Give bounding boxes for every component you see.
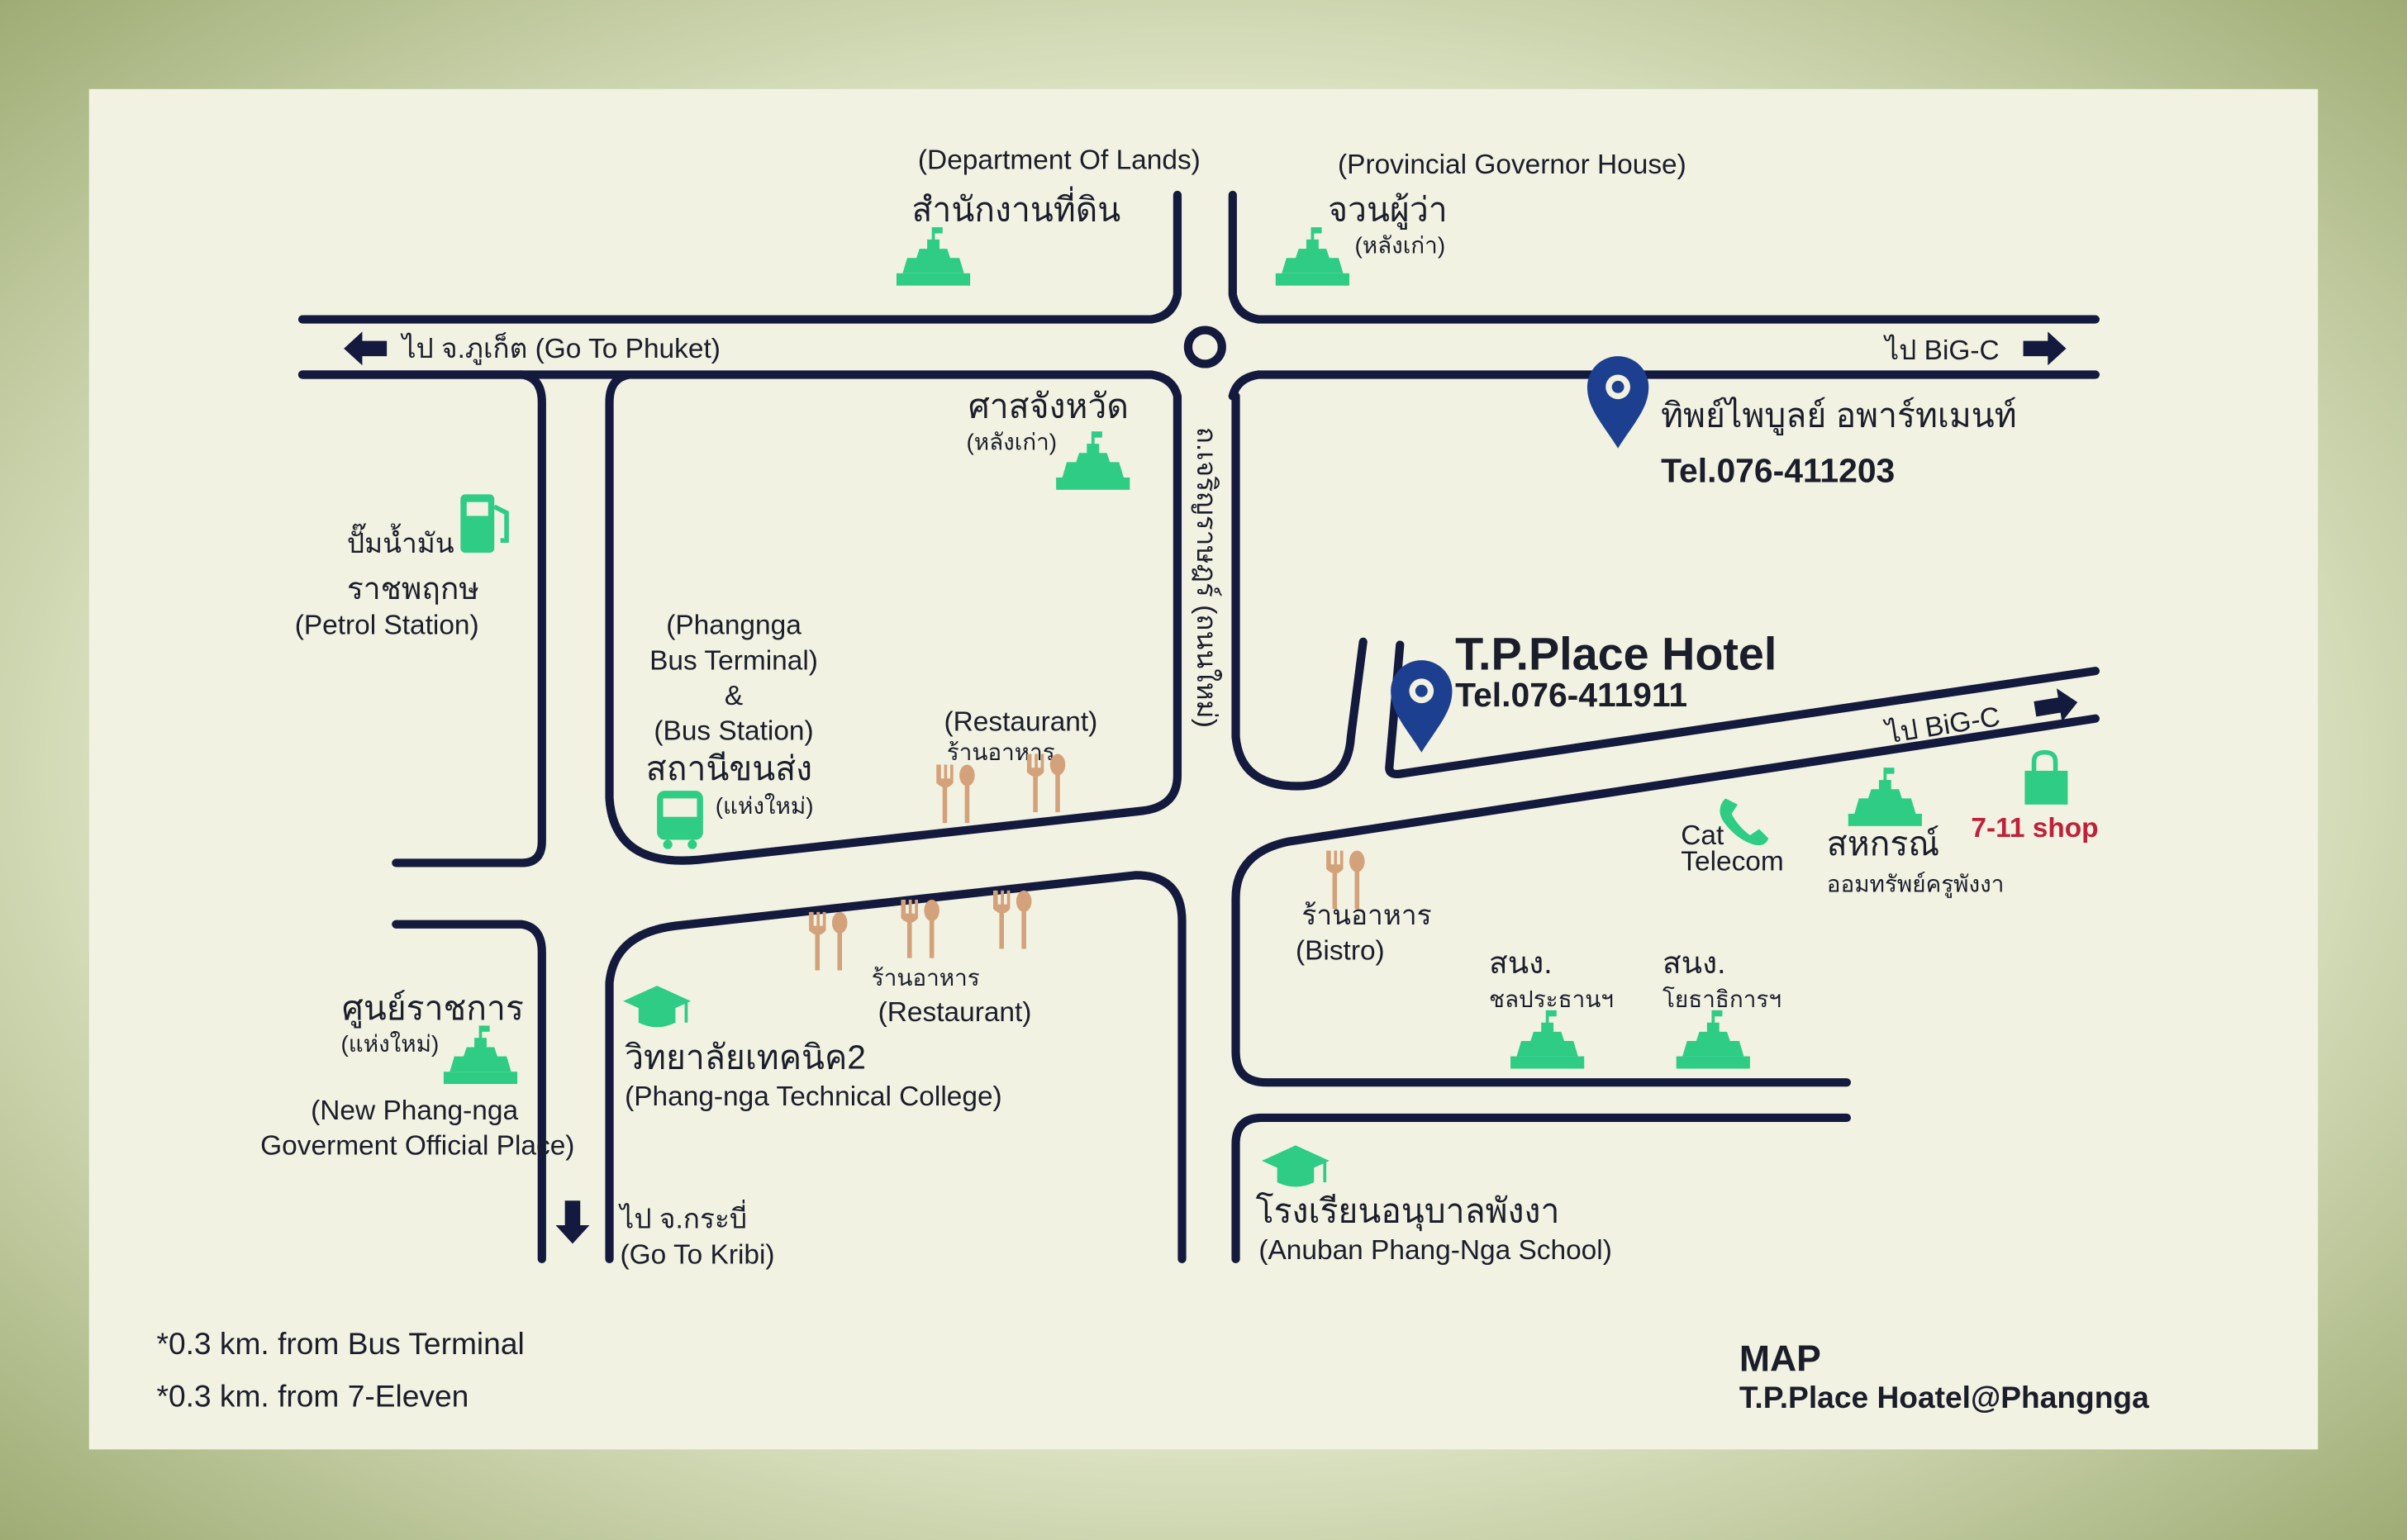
cat-label-2: Telecom — [1681, 847, 1783, 877]
bus-label-en3: (Bus Station) — [654, 716, 813, 747]
central-road-label: ถ.เจริญราษฎร์ (ถนนใหม่) — [1191, 427, 1222, 728]
cat-label-1: Cat — [1681, 820, 1724, 851]
apartment-name: ทิพย์ไพบูลย์ อพาร์ทเมนท์ — [1661, 397, 2017, 436]
to-krabi-th: ไป จ.กระบี่ — [618, 1200, 748, 1235]
bus-sub: (แห่งใหม่) — [716, 792, 814, 819]
lands-label-th: สำนักงานที่ดิน — [911, 187, 1120, 229]
governor-label-en: (Provincial Governor House) — [1338, 150, 1686, 180]
arrow-right-icon — [2023, 331, 2067, 366]
restaurant2-label-en: (Restaurant) — [878, 997, 1032, 1028]
map-title: MAP — [1739, 1339, 1821, 1380]
gov-sub: (แห่งใหม่) — [340, 1030, 439, 1057]
bus-label-th: สถานีขนส่ง — [646, 749, 812, 787]
map-subtitle: T.P.Place Hoatel@Phangnga — [1739, 1380, 2149, 1414]
arrow-left-icon — [344, 331, 388, 366]
college-label-th: วิทยาลัยเทคนิค2 — [625, 1038, 866, 1076]
to-phuket-label: ไป จ.ภูเก็ต (Go To Phuket) — [400, 331, 721, 365]
apartment-tel: Tel.076-411203 — [1661, 452, 1895, 490]
court-label-th: ศาสจังหวัด — [968, 387, 1129, 425]
restaurant2-label-th: ร้านอาหาร — [872, 965, 980, 991]
school-label-en: (Anuban Phang-Nga School) — [1258, 1235, 1611, 1266]
office2-sub: โยธาธิการฯ — [1663, 986, 1781, 1012]
petrol-label-en: (Petrol Station) — [295, 611, 479, 641]
petrol-label-th1: ปั๊มน้ำมัน — [347, 523, 454, 559]
bistro-label-en: (Bistro) — [1296, 936, 1385, 967]
roads — [297, 190, 2100, 1264]
gov-label-en2: Goverment Official Place) — [260, 1131, 574, 1162]
governor-label-th: จวนผู้ว่า — [1328, 191, 1448, 231]
school-label-th: โรงเรียนอนุบาลพังงา — [1256, 1191, 1560, 1231]
office2-label-th: สนง. — [1663, 945, 1726, 980]
fuel-pump-icon — [460, 494, 509, 554]
note-bus-terminal: *0.3 km. from Bus Terminal — [156, 1326, 524, 1361]
note-seven-eleven: *0.3 km. from 7-Eleven — [156, 1378, 469, 1413]
arrow-down-icon — [555, 1200, 590, 1244]
petrol-label-th2: ราชพฤกษ — [347, 571, 479, 606]
bus-label-amp: & — [725, 681, 743, 711]
lands-label-en: (Department Of Lands) — [918, 145, 1201, 175]
bus-icon — [657, 791, 703, 849]
bistro-label-th: ร้านอาหาร — [1301, 901, 1431, 931]
map-card — [88, 88, 2319, 1450]
gov-label-th: ศูนย์ราชการ — [342, 989, 524, 1029]
court-sub: (หลังเก่า) — [966, 430, 1057, 455]
bus-label-en1: (Phangnga — [666, 611, 802, 641]
shop-label: 7-11 shop — [1971, 813, 2098, 844]
office1-label-th: สนง. — [1489, 945, 1553, 980]
arrow-right-icon — [2034, 688, 2078, 722]
college-label-en: (Phang-nga Technical College) — [625, 1081, 1002, 1112]
to-krabi-en: (Go To Kribi) — [621, 1239, 775, 1270]
coop-sub: ออมทรัพย์ครูพังงา — [1827, 872, 2005, 899]
hotel-name: T.P.Place Hotel — [1455, 628, 1777, 679]
phone-icon — [1720, 798, 1769, 846]
restaurant1-label-th: ร้านอาหาร — [947, 739, 1055, 765]
gov-label-en1: (New Phang-nga — [311, 1096, 518, 1126]
office1-sub: ชลประธานฯ — [1489, 986, 1614, 1012]
coop-label-th: สหกรณ์ — [1827, 825, 1939, 863]
bus-label-en2: Bus Terminal) — [649, 645, 818, 676]
restaurant1-label-en: (Restaurant) — [944, 707, 1098, 738]
governor-sub: (หลังเก่า) — [1354, 233, 1445, 259]
hotel-tel: Tel.076-411911 — [1455, 676, 1687, 714]
to-bigc-label: ไป BiG-C — [1882, 334, 1999, 366]
shopping-bag-icon — [2024, 749, 2068, 805]
